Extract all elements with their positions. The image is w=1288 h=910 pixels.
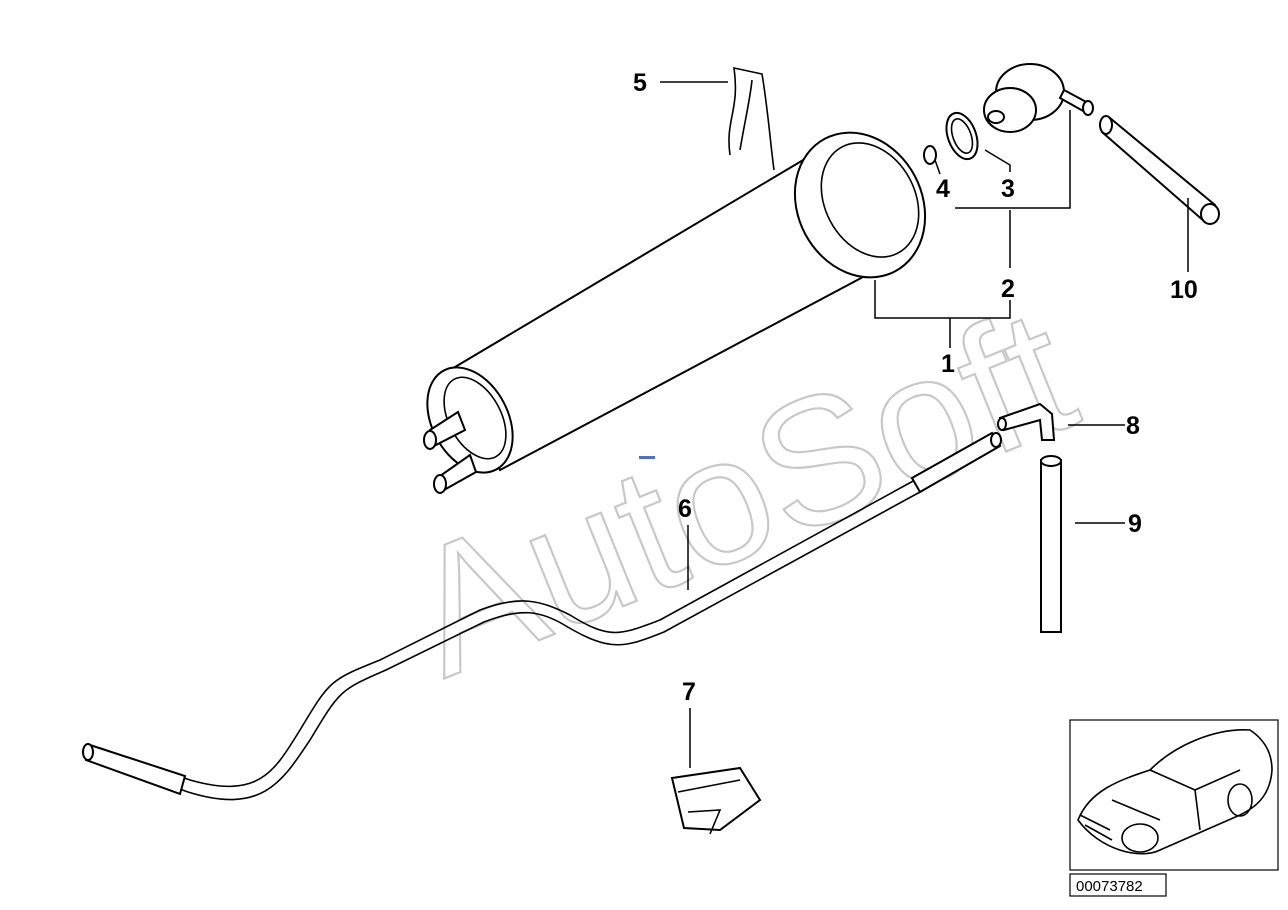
callout-10: 10 (1170, 276, 1198, 304)
hose-vertical[interactable] (1040, 455, 1062, 633)
fuel-line[interactable] (82, 431, 1002, 801)
vehicle-thumbnail (1069, 719, 1279, 871)
callout-2: 2 (1001, 275, 1015, 303)
hose-clip[interactable] (670, 766, 762, 835)
leader-lines (660, 81, 1189, 768)
washer[interactable] (923, 145, 937, 165)
marker-dash (639, 456, 655, 459)
callout-8: 8 (1126, 412, 1140, 440)
pressure-regulator[interactable] (983, 63, 1094, 133)
elbow-connector[interactable] (997, 402, 1056, 441)
diagram-id-box (1069, 873, 1167, 897)
callout-3: 3 (1001, 175, 1015, 203)
o-ring[interactable] (941, 109, 984, 164)
callout-9: 9 (1128, 510, 1142, 538)
diagram-id: 00073782 (1076, 878, 1143, 895)
callout-7: 7 (682, 678, 696, 706)
callout-5: 5 (633, 69, 647, 97)
retaining-clip[interactable] (728, 66, 775, 171)
callout-6: 6 (678, 495, 692, 523)
o-ring-inner (950, 118, 974, 154)
callout-1: 1 (941, 350, 955, 378)
callout-4: 4 (936, 175, 950, 203)
fuel-filter[interactable] (410, 110, 950, 494)
hose-straight[interactable] (1099, 115, 1220, 225)
